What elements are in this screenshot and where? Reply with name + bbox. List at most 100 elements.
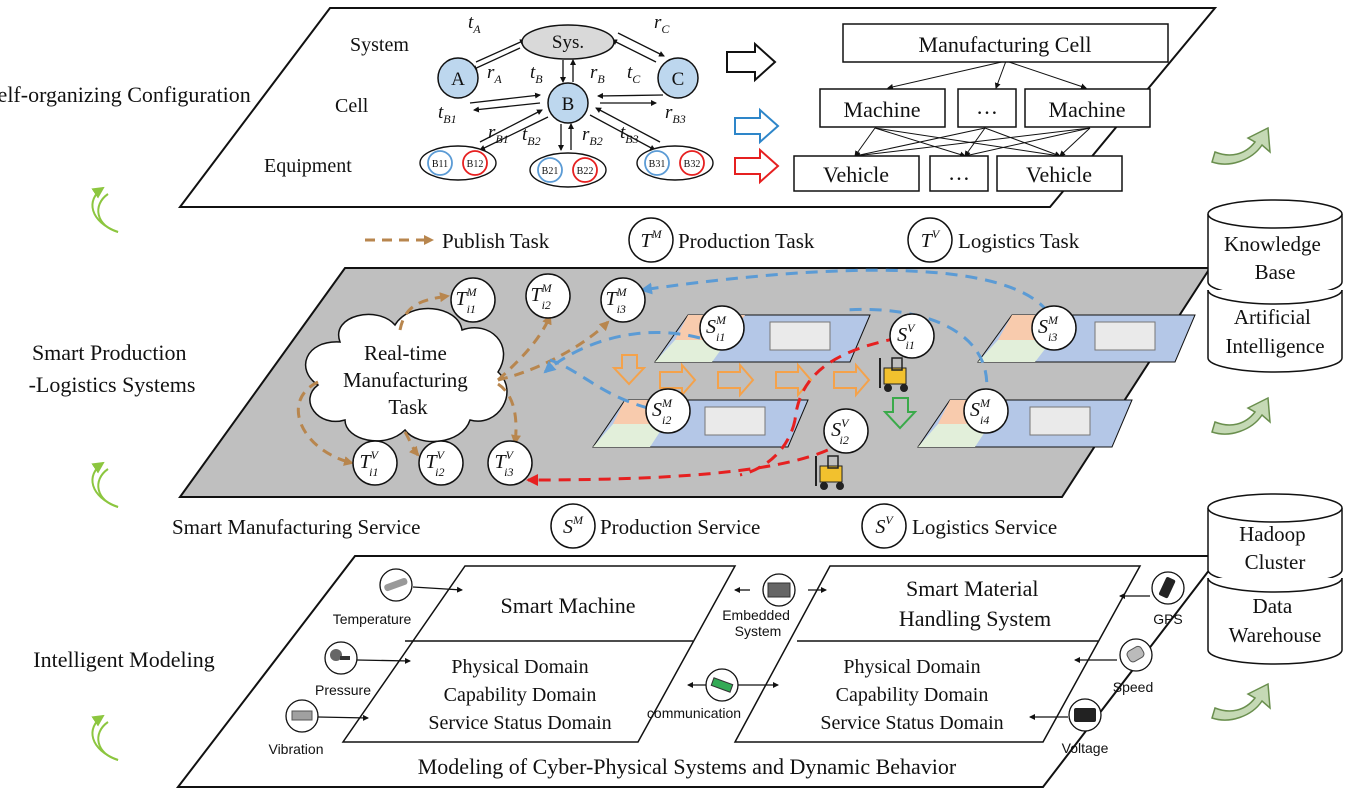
workcell-s-i3-m: [977, 314, 1196, 363]
speed-label: Speed: [1113, 679, 1153, 695]
cycle-arrows-right: [1211, 126, 1271, 721]
machine-service-status-domain: Service Status Domain: [428, 712, 611, 734]
realtime-task-cloud: [304, 307, 508, 443]
production-service-paths: [543, 268, 1050, 410]
handling-capability-domain: Capability Domain: [836, 684, 989, 706]
workcell-s-i4-m: [917, 399, 1133, 448]
equipment-group-b2: B21 B22: [529, 152, 607, 188]
gps-icon: [1151, 571, 1185, 605]
cell-node-b: [547, 82, 589, 124]
vehicle-label-2: Vehicle: [1026, 162, 1092, 187]
level-equipment: Equipment: [264, 155, 352, 177]
manufacturing-cell-box: [842, 23, 1169, 63]
hadoop-label: Hadoop Cluster: [1239, 522, 1311, 574]
ai-label: Artificial Intelligence: [1225, 305, 1324, 358]
equipment-b31: B31: [649, 159, 666, 170]
vehicle-box-ellipsis: [929, 155, 989, 192]
vehicle-label-1: Vehicle: [823, 162, 889, 187]
logistics-service-symbol: [861, 503, 907, 549]
section-label-configuration: Self-organizing Configuration: [0, 82, 251, 107]
cell-structure-links: [854, 60, 1091, 159]
vibration-sensor-icon: [285, 699, 319, 733]
workcell-s-i1-m: [654, 314, 871, 363]
equipment-group-b1: B11 B12: [419, 145, 497, 181]
machine-physical-domain: Physical Domain: [451, 656, 588, 678]
production-task-legend-text: Production Task: [678, 229, 815, 253]
vehicle-ellipsis: …: [948, 160, 970, 185]
level-cell: Cell: [335, 95, 369, 117]
gps-label: GPS: [1153, 611, 1183, 627]
production-service-symbol: [550, 503, 596, 549]
data-warehouse-label: Data Warehouse: [1229, 594, 1322, 647]
equipment-group-b3: B31 B32: [636, 145, 714, 181]
section-label-modeling: Intelligent Modeling: [33, 647, 214, 672]
cell-node-a: [437, 57, 479, 99]
communication-label: communication: [647, 705, 741, 721]
embedded-system-label: Embedded System: [722, 607, 794, 639]
handling-service-status-domain: Service Status Domain: [820, 712, 1003, 734]
data-warehouse-cylinder: [1207, 577, 1343, 665]
material-flow-arrows: [611, 354, 871, 398]
realtime-task-cloud-text: Real-time Manufacturing Task: [343, 341, 473, 419]
speed-sensor-icon: [1119, 638, 1153, 672]
production-task-symbol: [628, 217, 674, 263]
voltage-label: Voltage: [1062, 740, 1109, 756]
machine-capability-domain: Capability Domain: [444, 684, 597, 706]
vehicle-box-2: [996, 155, 1123, 192]
cycle-arrows-left: [91, 186, 119, 761]
smart-handling-box: [733, 565, 1142, 743]
machine-box-1: [819, 88, 946, 128]
section-label-production: Smart Production -Logistics Systems: [29, 340, 196, 397]
manufacturing-cell-label: Manufacturing Cell: [919, 32, 1092, 57]
equipment-b21: B21: [542, 166, 559, 177]
level-system: System: [350, 34, 409, 56]
system-node: [521, 24, 615, 60]
smart-handling-title: Smart Material Handling System: [899, 576, 1051, 631]
smart-machine-title: Smart Machine: [500, 593, 635, 618]
ai-cylinder: [1207, 289, 1343, 373]
machine-box-2: [1024, 88, 1151, 128]
equipment-b11: B11: [432, 159, 448, 170]
pressure-label: Pressure: [315, 682, 371, 698]
forklift-icon: [879, 357, 908, 392]
communication-icon: [705, 668, 739, 702]
smart-machine-box: [341, 565, 737, 743]
mapping-arrow-black: [726, 41, 777, 83]
cell-node-c-label: C: [672, 69, 685, 90]
machine-label-1: Machine: [844, 97, 921, 122]
green-flow-arrow: [882, 397, 918, 430]
vibration-label: Vibration: [268, 741, 323, 757]
logistics-task-symbol: [907, 217, 953, 263]
cell-node-c: [657, 57, 699, 99]
machine-box-ellipsis: [957, 88, 1017, 128]
equipment-b32: B32: [684, 159, 701, 170]
machine-label-2: Machine: [1049, 97, 1126, 122]
logistics-task-legend-text: Logistics Task: [958, 229, 1080, 253]
handling-physical-domain: Physical Domain: [843, 656, 980, 678]
temperature-label: Temperature: [333, 611, 412, 627]
logistics-service-legend-text: Logistics Service: [912, 515, 1057, 539]
cell-node-b-label: B: [562, 94, 575, 115]
system-node-label: Sys.: [552, 32, 584, 53]
hierarchy-links: [469, 32, 665, 151]
knowledge-base-cylinder: [1207, 199, 1343, 297]
vehicle-box-1: [793, 155, 920, 192]
temperature-sensor-icon: [379, 568, 413, 602]
knowledge-base-label: Knowledge Base: [1224, 232, 1326, 284]
mapping-arrow-red: [734, 147, 780, 185]
embedded-system-icon: [762, 573, 796, 607]
equipment-b12: B12: [467, 159, 484, 170]
mapping-arrow-blue: [734, 107, 780, 145]
workcell-s-i2-m: [592, 399, 809, 448]
forklift-icon: [815, 455, 844, 490]
